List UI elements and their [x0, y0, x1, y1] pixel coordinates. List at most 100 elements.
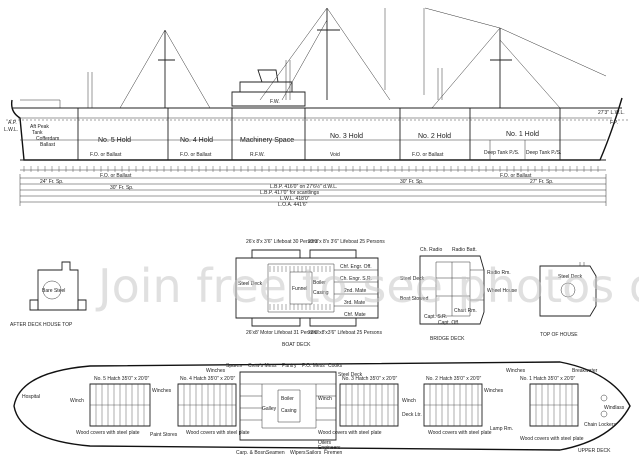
- fwd-draft-label: 27'3" L.W.L.: [598, 110, 625, 116]
- ud-hatch-no5: No. 5 Hatch 35'0" x 20'0": [94, 376, 149, 382]
- ud-winch-3: Winch: [402, 398, 416, 404]
- ud-boiler: Boiler: [281, 396, 294, 402]
- cofferdam-label: Cofferdam: [36, 136, 59, 142]
- hatch-no1: [529, 383, 579, 427]
- ud-engineers: Engineers: [318, 445, 341, 451]
- after-deck-house-top: Bare Steel AFTER DECK HOUSE TOP: [10, 261, 87, 328]
- lbp-dwl: L.B.P. 416'0" on 27'6½" d.W.L.: [270, 183, 337, 190]
- ud-winches-2: Winches: [206, 368, 226, 374]
- ud-hatch-no3: No. 3 Hatch 35'0" x 20'0": [342, 376, 397, 382]
- room-capt-sr: Capt. S.R.: [424, 314, 447, 320]
- lifeboat-3: 26'x8' Motor Lifeboat 31 Persons: [246, 330, 319, 336]
- room-wheel-house: Wheel House: [487, 288, 517, 294]
- room-chart-rm: Chart Rm.: [454, 308, 477, 314]
- engine-casing: [261, 383, 317, 429]
- deep-tank-bulkheads: [489, 140, 526, 160]
- ud-firemen: Firemen: [324, 450, 343, 456]
- bare-steel-label: Bare Steel: [42, 288, 65, 294]
- windlass-port: [600, 394, 608, 402]
- hold-no2: No. 2 Hold: [418, 133, 451, 140]
- ud-wood-covers-2: Wood covers with steel plate: [186, 430, 250, 436]
- ud-seamen: Seamen: [266, 450, 285, 456]
- ud-crews-mess: Crew's Mess: [248, 363, 277, 369]
- boat-deck-funnel: Funnel: [292, 286, 307, 292]
- aft-tank-label: Tank: [32, 130, 43, 136]
- top-house-outline: [539, 265, 597, 317]
- hatch-no5: [89, 383, 151, 427]
- main-mast-rigging: [259, 7, 391, 101]
- kingpost-fwd: [437, 68, 443, 100]
- bridge-rooms: [436, 262, 470, 316]
- fo-ballast-5: F.O. or Ballast: [500, 173, 532, 179]
- room-2nd-mate: 2nd. Mate: [344, 288, 366, 294]
- kingpost-aft: [87, 72, 93, 108]
- hold-no4: No. 4 Hold: [180, 137, 213, 144]
- hatch-no4: [177, 383, 237, 427]
- boat-deck-boiler: Boiler: [313, 280, 326, 286]
- boat-deck-plan: 26'x 8'x 3'6" Lifeboat 30 Persons 22'0"x…: [235, 239, 385, 348]
- deep-tank-fwd-right: Deep Tank P./S.: [526, 150, 561, 156]
- fore-stay: [424, 7, 501, 29]
- after-house-wings: [29, 299, 87, 311]
- fo-ballast-3: F.O. or Ballast: [412, 152, 444, 158]
- room-ch-radio: Ch. Radio: [420, 247, 442, 253]
- ud-lamp-rm: Lamp Rm.: [490, 426, 513, 432]
- bridge-deck-outline: [419, 255, 485, 325]
- lwl-aft-label: L.W.L.: [4, 127, 18, 133]
- top-of-house-plan: Steel Deck TOP OF HOUSE: [539, 262, 597, 338]
- fw-label: F.W.: [270, 99, 280, 105]
- ud-steel-deck: Steel Deck: [338, 372, 363, 378]
- ud-cooks: Cooks: [328, 363, 343, 369]
- lifeboats-stbd: [251, 317, 357, 327]
- lifeboat-2: 22'0"x 8'x 3'6" Lifeboat 25 Persons: [308, 239, 385, 245]
- fo-ballast-1: F.O. or Ballast: [90, 152, 122, 158]
- ud-wood-covers-5: Wood covers with steel plate: [520, 436, 584, 442]
- upper-deck-title: UPPER DECK: [578, 448, 611, 454]
- room-radio-batt: Radio Batt.: [452, 247, 477, 253]
- fp-label: F.P.: [610, 120, 618, 126]
- ud-sailors: Sailors: [306, 450, 322, 456]
- frame-spacing-4: 27" Fr. Sp.: [530, 179, 553, 185]
- lifeboats-port: [251, 249, 357, 259]
- midship-house: [239, 371, 337, 441]
- wheel-house: [239, 81, 293, 93]
- room-capt-off: Capt. Off.: [438, 320, 459, 326]
- ud-winches-4: Winches: [506, 368, 526, 374]
- hold-no3: No. 3 Hold: [330, 133, 363, 140]
- lifeboat-1: 26'x 8'x 3'6" Lifeboat 30 Persons: [246, 239, 319, 245]
- kingpost-mid: [285, 60, 291, 100]
- windlass-stbd: [600, 410, 608, 418]
- ud-winch-1: Winch: [70, 398, 84, 404]
- ud-breakwater: Breakwater: [572, 368, 598, 374]
- ud-carp-bosn: Carp. & Bosn.: [236, 450, 267, 456]
- bridge-steel-deck: Steel Deck: [400, 276, 425, 282]
- ud-wood-covers-1: Wood covers with steel plate: [76, 430, 140, 436]
- ud-winches-3: Winches: [484, 388, 504, 394]
- ud-winch-2: Winch: [318, 396, 332, 402]
- top-house-steel-deck: Steel Deck: [558, 274, 583, 280]
- bridge-inner: [435, 261, 471, 317]
- room-chf-engr-off: Chf. Engr. Off.: [340, 264, 372, 270]
- watermark-text: Join free to see photos only: [95, 259, 639, 313]
- boat-deck-casing: Casing: [313, 290, 329, 296]
- top-house-binnacle: [560, 282, 576, 298]
- lwl-length: L.W.L. 418'0": [280, 196, 310, 202]
- room-radio-rm: Radio Rm.: [487, 270, 511, 276]
- boiler-casing: [267, 263, 335, 313]
- machinery-space: Machinery Space: [240, 137, 294, 144]
- crew-cabins: [240, 383, 336, 421]
- loa-length: L.O.A. 441'6": [278, 202, 308, 208]
- bridge-deck-title: BRIDGE DECK: [430, 336, 465, 342]
- boat-deck-hatching: [269, 266, 331, 310]
- bulkheads: [77, 108, 561, 160]
- fore-mast-rigging: [431, 27, 607, 109]
- main-mast: [317, 8, 340, 100]
- profile-view: Aft Peak Tank Cofferdam Ballast A.P. L.W…: [4, 7, 630, 208]
- frame-spacing-3: 30" Fr. Sp.: [400, 179, 423, 185]
- deep-tank-fwd-left: Deep Tank P./S.: [484, 150, 519, 156]
- frame-spacing-1: 24" Fr. Sp.: [40, 179, 63, 185]
- ud-hatch-no4: No. 4 Hatch 35'0" x 20'0": [180, 376, 235, 382]
- ud-hatch-no1: No. 1 Hatch 35'0" x 20'0": [520, 376, 575, 382]
